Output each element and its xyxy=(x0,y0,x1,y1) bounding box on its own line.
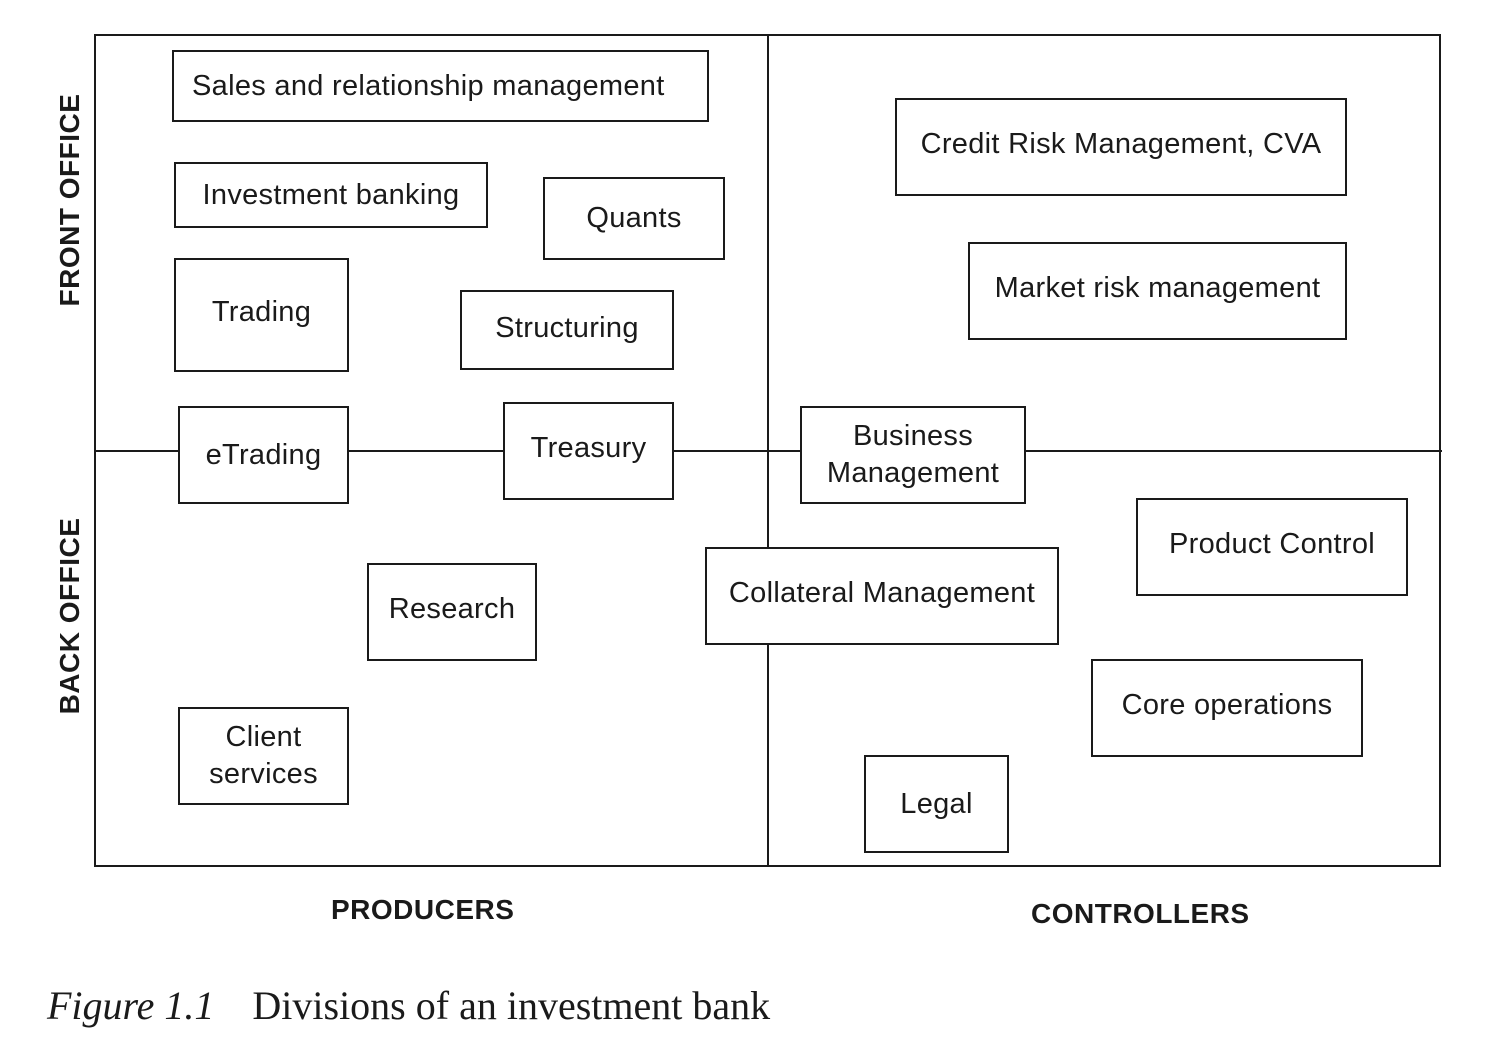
figure-number: Figure 1.1 xyxy=(47,983,215,1028)
axis-label-controllers: CONTROLLERS xyxy=(1031,898,1250,929)
box-treasury: Treasury xyxy=(503,402,674,500)
box-research: Research xyxy=(367,563,537,661)
role-divider-line xyxy=(767,34,769,867)
box-client-services: Client services xyxy=(178,707,349,805)
box-etrading: eTrading xyxy=(178,406,349,504)
box-trading: Trading xyxy=(174,258,349,372)
box-investment-banking: Investment banking xyxy=(174,162,488,228)
axis-label-producers: PRODUCERS xyxy=(331,894,515,925)
box-business-management: Business Management xyxy=(800,406,1026,504)
box-market-risk-management: Market risk management xyxy=(968,242,1347,340)
box-product-control: Product Control xyxy=(1136,498,1408,596)
axis-label-back-office: BACK OFFICE xyxy=(54,517,85,715)
axis-label-front-office: FRONT OFFICE xyxy=(54,93,85,307)
box-credit-risk-management: Credit Risk Management, CVA xyxy=(895,98,1347,196)
box-sales-relationship-management: Sales and relationship management xyxy=(172,50,709,122)
box-core-operations: Core operations xyxy=(1091,659,1363,757)
box-structuring: Structuring xyxy=(460,290,674,370)
figure-title: Divisions of an investment bank xyxy=(252,983,771,1028)
box-legal: Legal xyxy=(864,755,1009,853)
box-quants: Quants xyxy=(543,177,725,260)
figure-caption: Figure 1.1 Divisions of an investment ban… xyxy=(47,982,770,1029)
box-collateral-management: Collateral Management xyxy=(705,547,1059,645)
